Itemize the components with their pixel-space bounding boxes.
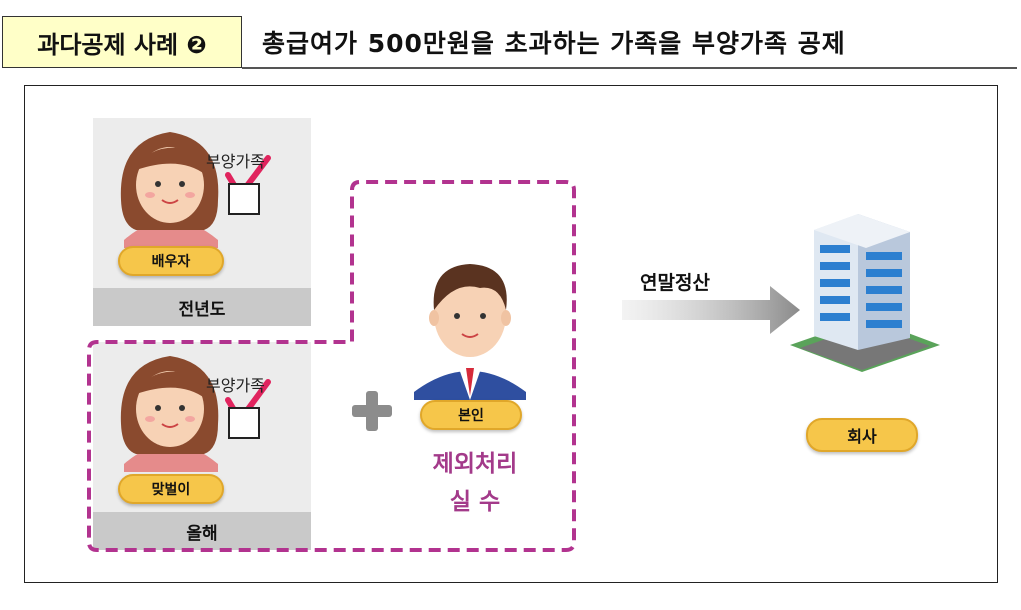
self-avatar <box>414 264 526 400</box>
dependent-label: 부양가족 <box>206 376 265 395</box>
previous-year-footer: 전년도 <box>93 288 311 326</box>
spouse-avatar <box>120 132 219 248</box>
spouse-badge: 배우자 <box>118 246 224 276</box>
illustration-frame <box>24 85 998 583</box>
company-building-icon <box>790 214 940 372</box>
working-spouse-badge: 맞벌이 <box>118 474 224 504</box>
company-badge: 회사 <box>806 418 918 452</box>
year-end-settlement-label: 연말정산 <box>640 272 710 294</box>
page-title: 총급여가 500만원을 초과하는 가족을 부양가족 공제 <box>262 29 846 58</box>
dependent-checkbox <box>228 183 260 215</box>
dashed-highlight-border <box>87 180 576 552</box>
settlement-arrow-icon <box>622 286 800 334</box>
plus-icon <box>352 391 392 431</box>
self-badge: 본인 <box>420 400 522 430</box>
header-divider <box>242 67 1017 69</box>
current-year-footer: 올해 <box>93 512 311 550</box>
header-bar: 과다공제 사례 ❷ 총급여가 500만원을 초과하는 가족을 부양가족 공제 <box>0 0 1021 70</box>
error-text-line1: 제외처리 <box>432 451 518 477</box>
working-spouse-avatar <box>120 356 219 472</box>
dependent-label: 부양가족 <box>206 152 265 171</box>
error-text-line2: 실 수 <box>449 489 501 515</box>
dependent-checkbox <box>228 407 260 439</box>
case-tag: 과다공제 사례 ❷ <box>2 16 242 68</box>
